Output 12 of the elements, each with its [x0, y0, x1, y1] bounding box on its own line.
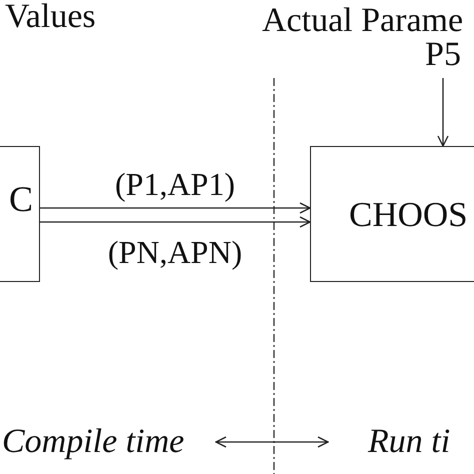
- node-text: C: [8, 181, 33, 217]
- arrow: [40, 216, 311, 228]
- arrow: [437, 78, 449, 147]
- node-text: CHOOS: [349, 196, 468, 232]
- text-label: Actual Parame: [262, 4, 464, 38]
- process-box: [0, 146, 40, 282]
- arrow: [40, 202, 311, 214]
- text-label: Run ti: [368, 425, 450, 459]
- process-box: [310, 146, 474, 282]
- node-text: P5: [425, 38, 461, 72]
- text-label: Compile time: [2, 425, 184, 459]
- text-label: Values: [5, 0, 96, 34]
